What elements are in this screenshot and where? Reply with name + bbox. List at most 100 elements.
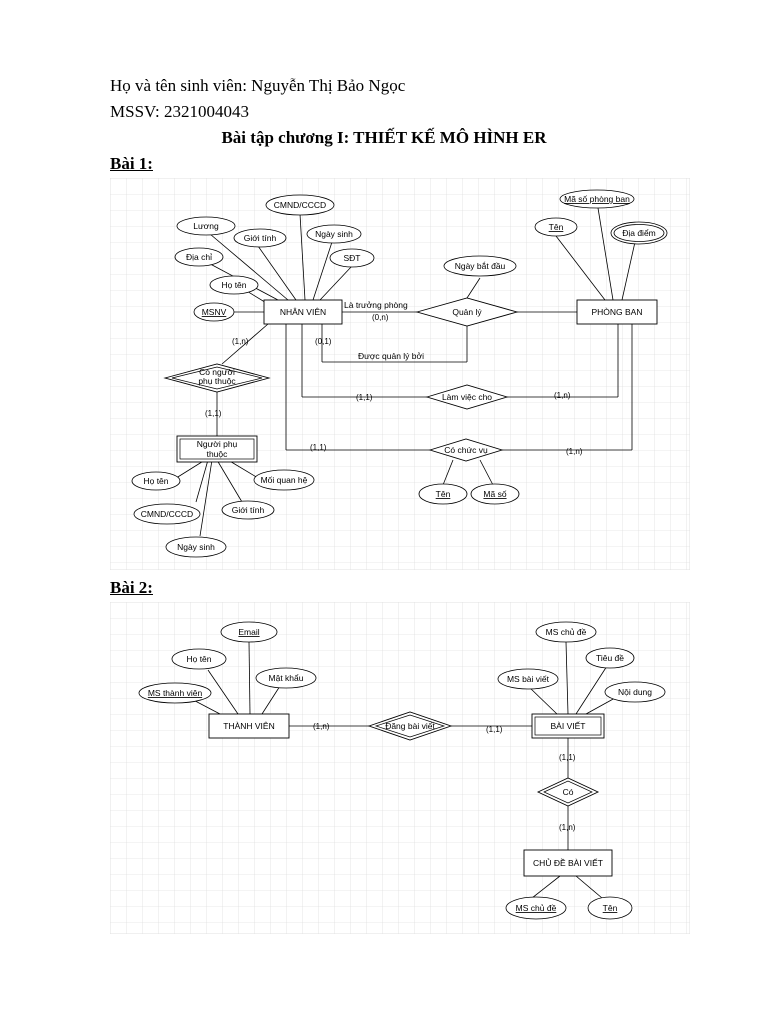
label-card-11-lvc: (1,1) (356, 393, 373, 402)
attr-tieu-de-label: Tiêu đề (596, 653, 624, 663)
attr-dep-ho-ten (131, 471, 181, 491)
attr-ms-chu-de (535, 621, 597, 643)
label-card-11-co: (1,1) (559, 753, 576, 762)
relationship-dang-bai-viet: Đăng bài viết (367, 711, 453, 741)
attr-ms-phong-ban-label: Mã số phòng ban (564, 194, 630, 204)
attr-dep-cmnd (133, 503, 201, 525)
attr-dep-ngay-sinh-label: Ngày sinh (177, 542, 215, 552)
label-card-1n-tv: (1,n) (313, 722, 330, 731)
attr-ms-bai-viet (497, 668, 559, 690)
attr-email-label: Email (238, 627, 259, 637)
attr-ms-phong-ban (559, 189, 635, 209)
attr-ho-ten-label: Họ tên (221, 280, 246, 290)
attr-ms-chu-de-label: MS chủ đề (546, 627, 587, 637)
attr-cv-ma-so (470, 483, 520, 505)
entity-thanh-vien: THÀNH VIÊN (208, 713, 290, 739)
attr-ho-ten (209, 275, 259, 295)
entity-bai-viet: BÀI VIẾT (531, 713, 605, 739)
relationship-lam-viec-cho-label: Làm việc cho (442, 392, 492, 402)
label-card-1n-lvc: (1,n) (554, 391, 571, 400)
attr-ms-thanh-vien (138, 682, 212, 704)
attr-dep-moi-quan-he-label: Mối quan hệ (261, 475, 308, 485)
attr-ten-label: Tên (549, 222, 564, 232)
entity-nguoi-phu-thuoc-label-1: Người phụ (197, 439, 238, 449)
attr-ngay-sinh-label: Ngày sinh (315, 229, 353, 239)
attr-dia-chi-label: Địa chỉ (186, 252, 212, 262)
page-title: Bài tập chương I: THIẾT KẾ MÔ HÌNH ER (221, 128, 547, 147)
attr-email (220, 621, 278, 643)
relationship-quan-ly-label: Quản lý (452, 307, 482, 317)
exercise-2-heading: Bài 2: (110, 578, 153, 597)
attr-sdt (329, 248, 375, 268)
relationship-lam-viec-cho: Làm việc cho (425, 384, 509, 410)
attr-msnv (193, 302, 235, 322)
attr-tieu-de (585, 647, 635, 669)
relationship-co-chuc-vu: Có chức vụ (428, 438, 504, 462)
attr-cd-ten-label: Tên (603, 903, 618, 913)
label-la-truong-phong: Là trưởng phòng (344, 300, 408, 310)
relationship-quan-ly: Quản lý (415, 297, 519, 327)
relationship-co-label: Có (563, 787, 574, 797)
attr-ngay-sinh (306, 224, 362, 244)
attr-dia-diem (610, 221, 668, 245)
label-card-11-cv: (1,1) (310, 443, 327, 452)
label-card-1n-cv: (1,n) (566, 447, 583, 456)
entity-thanh-vien-label: THÀNH VIÊN (223, 721, 274, 731)
attr-dep-ngay-sinh (165, 536, 227, 558)
attr-luong (176, 216, 236, 236)
attr-dia-diem-label: Địa điểm (622, 228, 656, 238)
entity-chu-de-label: CHỦ ĐỀ BÀI VIẾT (533, 857, 603, 868)
attr-dep-gioi-tinh (221, 500, 275, 520)
attr-dep-ho-ten-label: Họ tên (143, 476, 168, 486)
attr-noi-dung (604, 681, 666, 703)
attr-ms-thanh-vien-label: MS thành viên (148, 688, 203, 698)
student-id-line: MSSV: 2321004043 (110, 102, 250, 121)
attr-ho-ten-tv (171, 648, 227, 670)
attr-cv-ma-so-label: Mã số (483, 489, 506, 499)
attr-ho-ten-tv-label: Họ tên (186, 654, 211, 664)
relationship-co-nguoi-phu-thuoc: Có người phụ thuộc (163, 363, 271, 393)
entity-nhan-vien: NHÂN VIÊN (263, 299, 343, 325)
relationship-co-nguoi-label-1: Có người (199, 367, 235, 377)
label-card-01: (0,1) (315, 337, 332, 346)
attr-msnv-label: MSNV (202, 307, 227, 317)
relationship-co-nguoi-label-2: phụ thuộc (198, 376, 236, 386)
label-duoc-quan-ly-boi: Được quản lý bởi (358, 351, 424, 361)
attr-sdt-label: SĐT (344, 253, 361, 263)
attr-ten (534, 217, 578, 237)
attr-gioi-tinh-label: Giới tính (244, 233, 277, 243)
exercise-1-heading: Bài 1: (110, 154, 153, 173)
attr-ngay-bat-dau (443, 255, 517, 277)
attr-gioi-tinh (233, 228, 287, 248)
entity-nguoi-phu-thuoc: Người phụ thuộc (176, 435, 258, 463)
label-card-1n-dep: (1,n) (232, 337, 249, 346)
label-card-11-bv: (1,1) (486, 725, 503, 734)
student-name-line: Họ và tên sinh viên: Nguyễn Thị Bảo Ngọc (110, 76, 406, 95)
er-diagram-1: NHÂN VIÊN PHÒNG BAN Người phụ thuộc Quản… (110, 178, 690, 570)
attr-luong-label: Lương (193, 221, 219, 231)
attr-dia-chi (174, 247, 224, 267)
attr-cmnd (265, 194, 335, 216)
attr-ms-bai-viet-label: MS bài viết (507, 674, 550, 684)
relationship-co: Có (536, 777, 600, 807)
attr-cv-ten (418, 483, 468, 505)
entity-phong-ban: PHÒNG BAN (576, 299, 658, 325)
attr-ngay-bat-dau-label: Ngày bắt đầu (455, 261, 506, 271)
attr-cmnd-label: CMND/CCCD (274, 200, 326, 210)
attr-noi-dung-label: Nội dung (618, 687, 652, 697)
label-card-1n-cd: (1,n) (559, 823, 576, 832)
attr-mat-khau-label: Mật khẩu (269, 673, 304, 683)
label-card-0n: (0,n) (372, 313, 389, 322)
entity-nguoi-phu-thuoc-label-2: thuộc (207, 449, 229, 459)
attr-cd-ms-chu-de (505, 896, 567, 920)
attr-dep-moi-quan-he (253, 469, 315, 491)
label-card-11-dep: (1,1) (205, 409, 222, 418)
er-diagram-2: THÀNH VIÊN BÀI VIẾT CHỦ ĐỀ BÀI VIẾT Đăng… (110, 602, 690, 934)
attr-dep-cmnd-label: CMND/CCCD (141, 509, 193, 519)
attr-cv-ten-label: Tên (436, 489, 451, 499)
attr-mat-khau (255, 667, 317, 689)
relationship-co-chuc-vu-label: Có chức vụ (444, 445, 488, 455)
relationship-dang-bai-viet-label: Đăng bài viết (385, 721, 435, 731)
attr-dep-gioi-tinh-label: Giới tính (232, 505, 265, 515)
entity-phong-ban-label: PHÒNG BAN (591, 307, 642, 317)
